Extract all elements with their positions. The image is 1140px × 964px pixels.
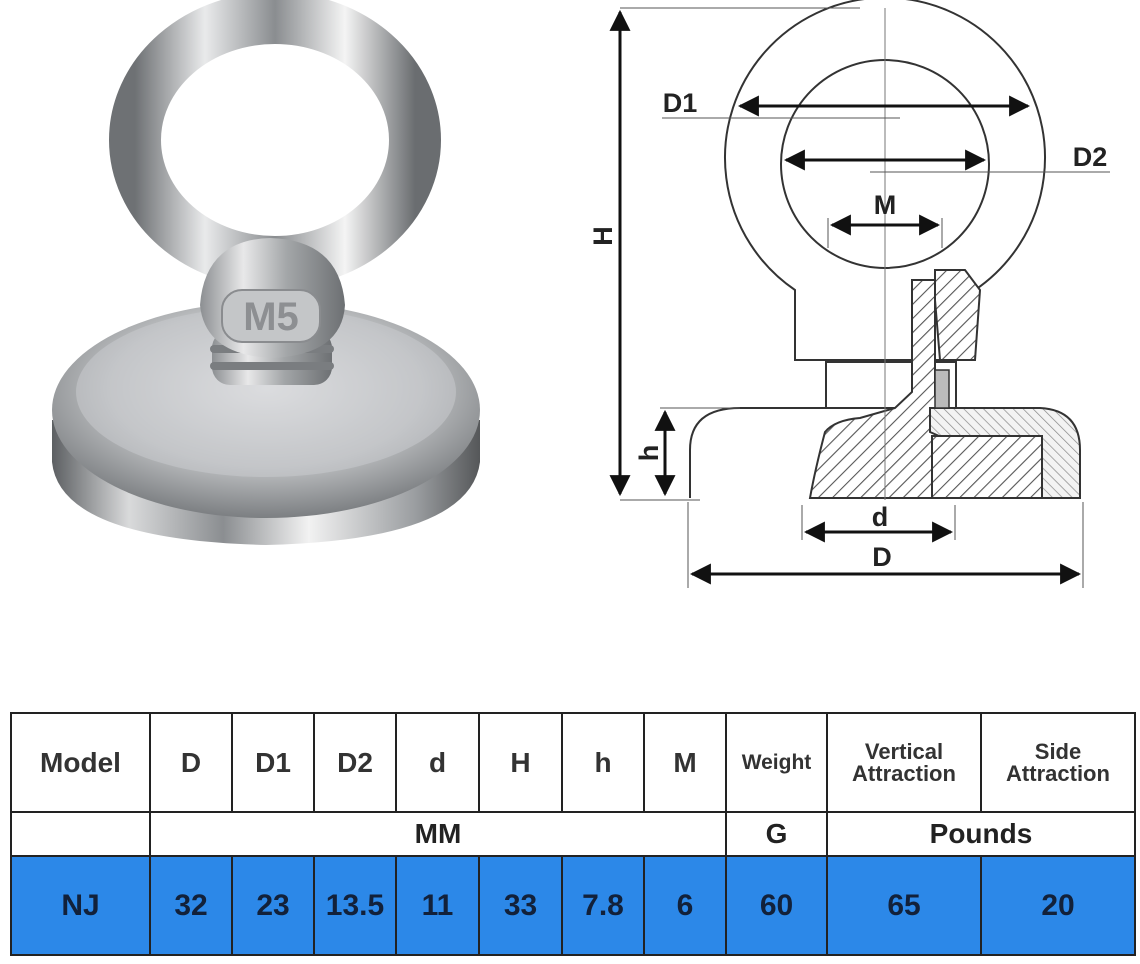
cell-d: 11 xyxy=(395,855,480,956)
dim-label-H: H xyxy=(588,226,618,246)
technical-drawing: H h D1 D2 M d D xyxy=(588,0,1110,588)
header-H: H xyxy=(478,712,563,813)
table-row: NJ 32 23 13.5 11 33 7.8 6 60 65 20 xyxy=(10,855,1136,956)
header-D: D xyxy=(149,712,233,813)
bolt-section xyxy=(808,279,949,499)
dim-label-M: M xyxy=(874,190,897,220)
dim-label-h: h xyxy=(634,445,664,462)
cell-D: 32 xyxy=(149,855,233,956)
header-M: M xyxy=(643,712,727,813)
header-row: Model D D1 D2 d H h M Weight Vertical At… xyxy=(10,712,1136,813)
spec-table: Model D D1 D2 d H h M Weight Vertical At… xyxy=(10,712,1136,956)
dim-label-D1: D1 xyxy=(663,88,698,118)
cell-D2: 13.5 xyxy=(313,855,397,956)
cell-weight: 60 xyxy=(725,855,828,956)
units-mm: MM xyxy=(149,811,727,857)
m5-marking: M5 xyxy=(243,295,299,339)
cell-h: 7.8 xyxy=(561,855,645,956)
dim-label-d: d xyxy=(872,502,889,532)
units-pounds: Pounds xyxy=(826,811,1136,857)
eye-outline xyxy=(724,0,1046,361)
header-weight: Weight xyxy=(725,712,828,813)
cell-model: NJ xyxy=(10,855,151,956)
dim-label-D: D xyxy=(872,542,892,572)
header-h: h xyxy=(561,712,645,813)
header-side-attraction: Side Attraction xyxy=(980,712,1136,813)
header-vertical-attraction: Vertical Attraction xyxy=(826,712,982,813)
header-d: d xyxy=(395,712,480,813)
cell-H: 33 xyxy=(478,855,563,956)
cell-M: 6 xyxy=(643,855,727,956)
header-D2: D2 xyxy=(313,712,397,813)
units-g: G xyxy=(725,811,828,857)
header-model: Model xyxy=(10,712,151,813)
product-photo: M5 xyxy=(52,0,480,545)
units-row: MM G Pounds xyxy=(10,811,1136,857)
header-D1: D1 xyxy=(231,712,315,813)
cell-D1: 23 xyxy=(231,855,315,956)
cell-side-attraction: 20 xyxy=(980,855,1136,956)
cell-vertical-attraction: 65 xyxy=(826,855,982,956)
units-blank xyxy=(10,811,151,857)
dim-label-D2: D2 xyxy=(1073,142,1108,172)
